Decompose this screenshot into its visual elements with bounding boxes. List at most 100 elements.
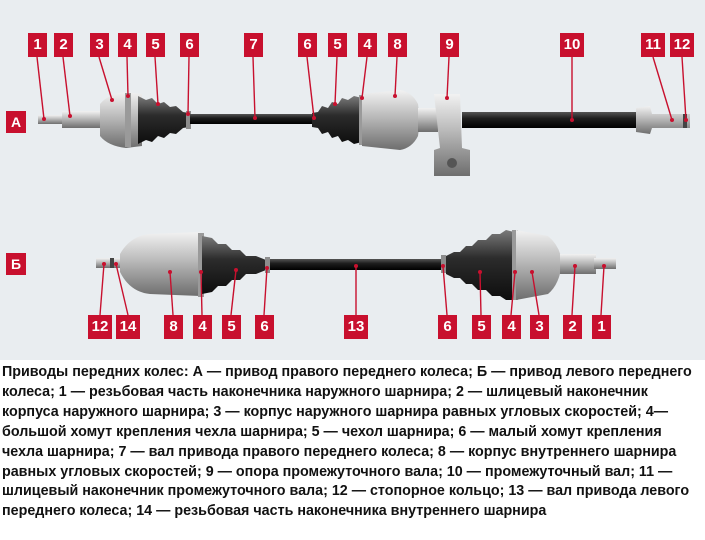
inner-joint-housing-a — [362, 90, 420, 150]
leader-top-9 — [446, 56, 450, 99]
intermediate-spline-11 — [636, 106, 690, 134]
callout-top-6: 6 — [180, 33, 199, 57]
outer-boot-b — [446, 230, 514, 300]
leader-top-5-dot — [156, 102, 160, 106]
diagram-figure: А Б 1 2 3 4 5 6 7 6 5 4 8 9 10 11 12 12 … — [0, 0, 705, 360]
leader-bottom-6-dot — [265, 266, 269, 270]
callout-bottom-14: 14 — [116, 315, 140, 339]
leader-bottom-8 — [169, 271, 174, 316]
leader-top-12 — [681, 56, 687, 121]
leader-top-6b — [306, 56, 315, 119]
leader-bottom-3-dot — [530, 270, 534, 274]
leader-top-4b — [361, 56, 368, 99]
leader-bottom-6 — [263, 267, 268, 316]
circlip-12-b — [110, 258, 114, 268]
leader-bottom-13-dot — [354, 264, 358, 268]
leader-bottom-4b-dot — [513, 270, 517, 274]
leader-bottom-12-dot — [102, 262, 106, 266]
row-label-b: Б — [6, 253, 26, 275]
inner-big-clamp-b — [198, 233, 204, 297]
leader-bottom-2 — [571, 265, 576, 316]
small-clamp-a — [186, 111, 191, 129]
leader-bottom-3 — [531, 271, 540, 316]
leader-top-11-dot — [670, 118, 674, 122]
callout-top-11: 11 — [641, 33, 665, 57]
callout-bottom-3: 3 — [530, 315, 549, 339]
leader-top-1-dot — [42, 117, 46, 121]
drive-shafts-illustration — [36, 56, 690, 316]
callout-top-9: 9 — [440, 33, 459, 57]
inner-small-clamp-b — [265, 257, 270, 273]
callout-top-4: 4 — [118, 33, 137, 57]
callout-top-5b: 5 — [328, 33, 347, 57]
leader-top-9-dot — [445, 96, 449, 100]
leader-top-4-dot — [126, 94, 130, 98]
leader-top-4b-dot — [360, 96, 364, 100]
callout-bottom-13: 13 — [344, 315, 368, 339]
outer-spline-b — [560, 254, 596, 274]
leader-top-10-dot — [570, 118, 574, 122]
leader-top-6 — [187, 56, 190, 115]
leader-bottom-14-dot — [114, 262, 118, 266]
leader-bottom-1-dot — [602, 264, 606, 268]
figure-caption: Приводы передних колес: А — привод право… — [2, 364, 692, 520]
outer-boot-a — [138, 96, 189, 144]
callout-top-3: 3 — [90, 33, 109, 57]
leader-top-1 — [36, 56, 45, 120]
callout-bottom-8: 8 — [164, 315, 183, 339]
leader-bottom-12 — [99, 263, 105, 316]
callout-bottom-2: 2 — [563, 315, 582, 339]
leader-lines — [36, 56, 688, 316]
callout-bottom-4b: 4 — [502, 315, 521, 339]
callout-top-8: 8 — [388, 33, 407, 57]
leader-bottom-4-dot — [199, 270, 203, 274]
leader-bottom-5b — [479, 271, 482, 316]
big-clamp-a — [125, 93, 131, 147]
callout-top-6b: 6 — [298, 33, 317, 57]
leader-top-2-dot — [68, 114, 72, 118]
leader-bottom-4 — [200, 271, 203, 316]
callout-bottom-12: 12 — [88, 315, 112, 339]
callout-top-7: 7 — [244, 33, 263, 57]
leader-bottom-5b-dot — [478, 270, 482, 274]
outer-spline-a — [62, 111, 102, 128]
callout-bottom-1: 1 — [592, 315, 611, 339]
callout-top-2: 2 — [54, 33, 73, 57]
support-bolt-hole — [447, 158, 457, 168]
leader-top-5b-dot — [333, 102, 337, 106]
leader-top-8 — [394, 56, 398, 97]
leader-bottom-2-dot — [573, 264, 577, 268]
leader-bottom-6b-dot — [441, 264, 445, 268]
leader-top-8-dot — [393, 94, 397, 98]
leader-bottom-6b — [442, 265, 448, 316]
leader-bottom-14 — [115, 263, 129, 316]
callout-bottom-5b: 5 — [472, 315, 491, 339]
leader-top-11 — [652, 56, 673, 121]
leader-bottom-5 — [230, 269, 237, 316]
leader-top-5 — [154, 56, 159, 105]
drive-b — [96, 230, 616, 300]
support-bearing-9 — [434, 94, 470, 176]
leader-top-3 — [98, 56, 113, 101]
callout-top-5: 5 — [146, 33, 165, 57]
callout-top-12: 12 — [670, 33, 694, 57]
leader-top-3-dot — [110, 98, 114, 102]
callout-bottom-5: 5 — [222, 315, 241, 339]
leader-top-7-dot — [253, 116, 257, 120]
leader-top-2 — [62, 56, 71, 117]
callout-top-4b: 4 — [358, 33, 377, 57]
leader-top-6b-dot — [312, 116, 316, 120]
outer-joint-housing-a — [100, 92, 142, 148]
callout-top-1: 1 — [28, 33, 47, 57]
leader-top-6-dot — [186, 112, 190, 116]
outer-small-clamp-b — [441, 255, 446, 273]
leader-bottom-4b — [510, 271, 516, 316]
inner-joint-housing-b — [120, 232, 200, 296]
outer-joint-housing-b — [516, 230, 562, 300]
leader-bottom-8-dot — [168, 270, 172, 274]
callout-top-10: 10 — [560, 33, 584, 57]
outer-big-clamp-b — [512, 230, 518, 300]
inner-stub-a — [418, 108, 438, 132]
intermediate-shaft-10 — [462, 112, 637, 128]
leader-bottom-1 — [600, 265, 605, 316]
